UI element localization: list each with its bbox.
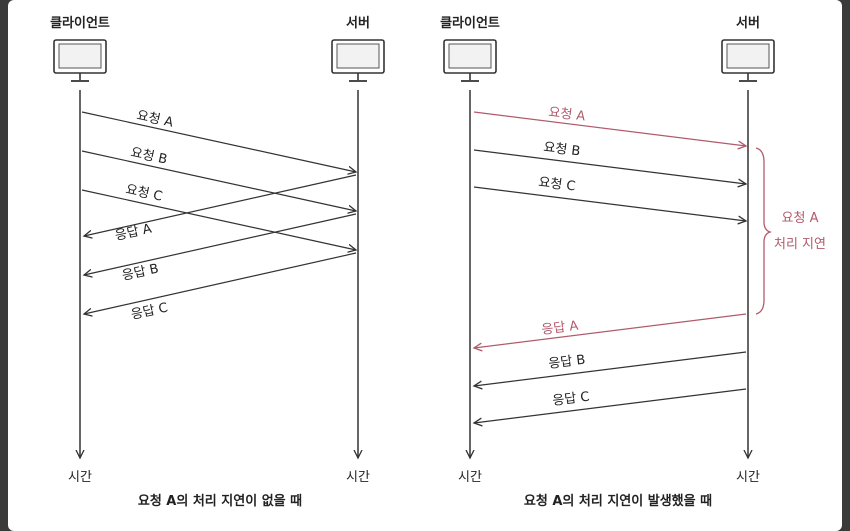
- right-request-c-label: 요청 C: [538, 175, 577, 194]
- right-panel: 클라이언트 서버 시간 시간 요청 A 요청 B 요청 C 요청 A 처리 지연…: [440, 15, 826, 509]
- delay-label-line2: 처리 지연: [774, 237, 826, 252]
- left-client-monitor-icon: [53, 39, 107, 82]
- right-time-label-client: 시간: [458, 470, 482, 485]
- right-server-label: 서버: [736, 15, 760, 31]
- left-response-c-label: 응답 C: [130, 301, 169, 323]
- left-request-b-label: 요청 B: [129, 145, 168, 167]
- right-response-a-arrow: [474, 313, 747, 348]
- left-caption: 요청 A의 처리 지연이 없을 때: [138, 493, 302, 509]
- right-caption: 요청 A의 처리 지연이 발생했을 때: [524, 493, 712, 509]
- left-request-c-label: 요청 C: [124, 182, 163, 204]
- right-time-label-server: 시간: [736, 470, 760, 485]
- left-response-b-arrow: [84, 213, 357, 275]
- right-response-b-label: 응답 B: [548, 353, 587, 372]
- right-request-a-arrow: [473, 111, 746, 146]
- right-request-c-arrow: [473, 186, 746, 221]
- delay-label-line1: 요청 A: [782, 211, 819, 226]
- left-response-a-arrow: [84, 174, 357, 236]
- right-request-b-arrow: [473, 149, 746, 184]
- diagram-frame: 클라이언트 서버 시간 시간 요청 A 요청 B 요청 C 응답 A 응답 B …: [8, 0, 842, 531]
- right-server-monitor-icon: [721, 39, 775, 82]
- left-response-c-arrow: [84, 252, 357, 314]
- left-time-label-server: 시간: [346, 470, 370, 485]
- left-server-label: 서버: [346, 15, 370, 31]
- right-client-monitor-icon: [443, 39, 497, 82]
- left-server-monitor-icon: [331, 39, 385, 82]
- right-response-a-label: 응답 A: [541, 319, 580, 338]
- left-time-label-client: 시간: [68, 470, 92, 485]
- left-request-a-label: 요청 A: [135, 108, 174, 130]
- left-request-c-arrow: [81, 189, 356, 250]
- right-response-c-label: 응답 C: [552, 390, 591, 409]
- delay-brace: [755, 147, 773, 315]
- left-panel: 클라이언트 서버 시간 시간 요청 A 요청 B 요청 C 응답 A 응답 B …: [50, 15, 385, 509]
- right-response-b-arrow: [474, 351, 747, 386]
- right-response-c-arrow: [474, 388, 747, 423]
- left-request-a-arrow: [81, 111, 356, 172]
- right-client-label: 클라이언트: [440, 15, 500, 31]
- right-request-a-label: 요청 A: [548, 105, 587, 124]
- sequence-diagram: 클라이언트 서버 시간 시간 요청 A 요청 B 요청 C 응답 A 응답 B …: [50, 15, 826, 509]
- right-request-b-label: 요청 B: [543, 140, 582, 159]
- left-request-b-arrow: [81, 150, 356, 211]
- left-response-a-label: 응답 A: [114, 222, 153, 244]
- left-client-label: 클라이언트: [50, 15, 110, 31]
